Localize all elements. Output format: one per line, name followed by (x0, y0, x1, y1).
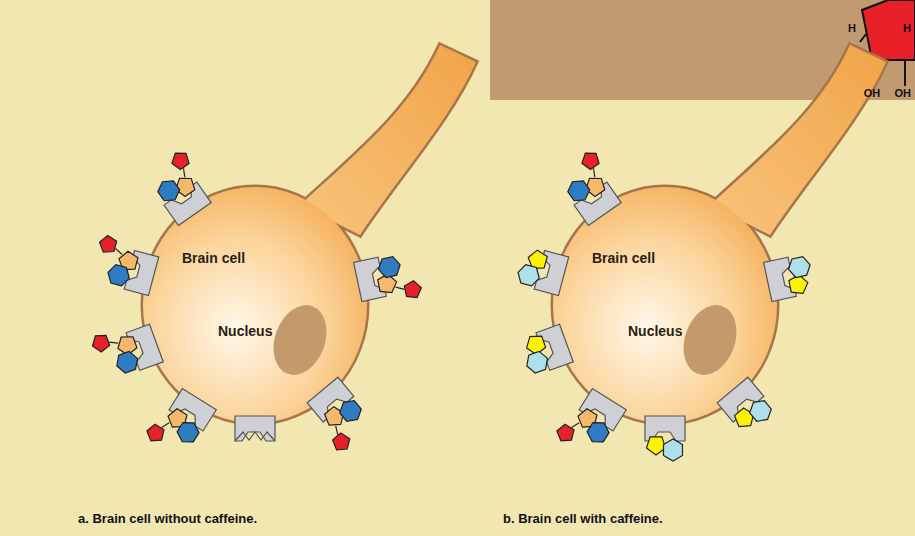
ribose-pentagon (578, 148, 601, 171)
nucleus-label: Nucleus (628, 323, 682, 339)
caffeine-hexagon (746, 396, 775, 425)
caption: a. Brain cell without caffeine. (78, 512, 257, 526)
receptor (143, 148, 217, 225)
ribose-pentagon (168, 148, 191, 171)
bond (109, 339, 118, 345)
receptor (554, 385, 627, 462)
ribose-pentagon (90, 332, 111, 354)
cell-label: Brain cell (592, 250, 682, 266)
bond (396, 286, 405, 292)
atom-label: H (848, 22, 856, 34)
receptor (515, 245, 569, 295)
receptor (235, 416, 275, 441)
receptor (90, 317, 164, 383)
group-label: OH (864, 87, 881, 99)
receptor (517, 324, 573, 377)
cell-body: Brain cellNucleus (592, 250, 682, 339)
brain-cell-b (553, 45, 886, 423)
caption: b. Brain cell with caffeine. (503, 512, 663, 526)
ribose-pentagon (97, 234, 117, 255)
adenine-hexagon (377, 255, 402, 278)
receptor (354, 250, 424, 309)
bond (114, 249, 123, 255)
caffeine-hexagon (516, 263, 542, 287)
bond (162, 421, 170, 430)
nucleus (674, 298, 746, 383)
adenine-hexagon (336, 396, 365, 425)
adenine-hexagon (565, 176, 593, 205)
empty-site (235, 432, 275, 441)
brain-cell-a (143, 45, 476, 423)
cell-label: Brain cell (182, 250, 272, 266)
receptors (89, 148, 815, 461)
group-label: OH (895, 87, 912, 99)
receptor (717, 377, 777, 437)
receptor-site (235, 416, 275, 441)
ribose-pentagon (144, 422, 167, 445)
receptor (645, 416, 685, 461)
nucleus-label: Nucleus (218, 323, 272, 339)
receptor (301, 377, 377, 454)
caffeine-hexagon (787, 255, 812, 278)
adenine-hexagon (106, 263, 132, 287)
adenine-hexagon (114, 349, 141, 374)
receptor (764, 253, 816, 301)
ribose-pentagon (404, 279, 424, 299)
adenine-hexagon (155, 176, 183, 205)
caffeine-pentagon (647, 437, 666, 455)
adenine-hexagon (174, 418, 202, 447)
atom-label: H (903, 22, 911, 34)
receptor (89, 234, 160, 296)
adenine-hexagon (584, 418, 612, 447)
nucleus (264, 298, 336, 383)
ribose-pentagon (554, 422, 577, 445)
ribose-pentagon (330, 431, 354, 455)
receptor (553, 148, 627, 225)
caffeine-hexagon (524, 349, 551, 374)
receptor (144, 385, 217, 462)
bond (572, 421, 580, 430)
caffeine-hexagon (664, 439, 683, 461)
cell-body: Brain cellNucleus (182, 250, 272, 339)
